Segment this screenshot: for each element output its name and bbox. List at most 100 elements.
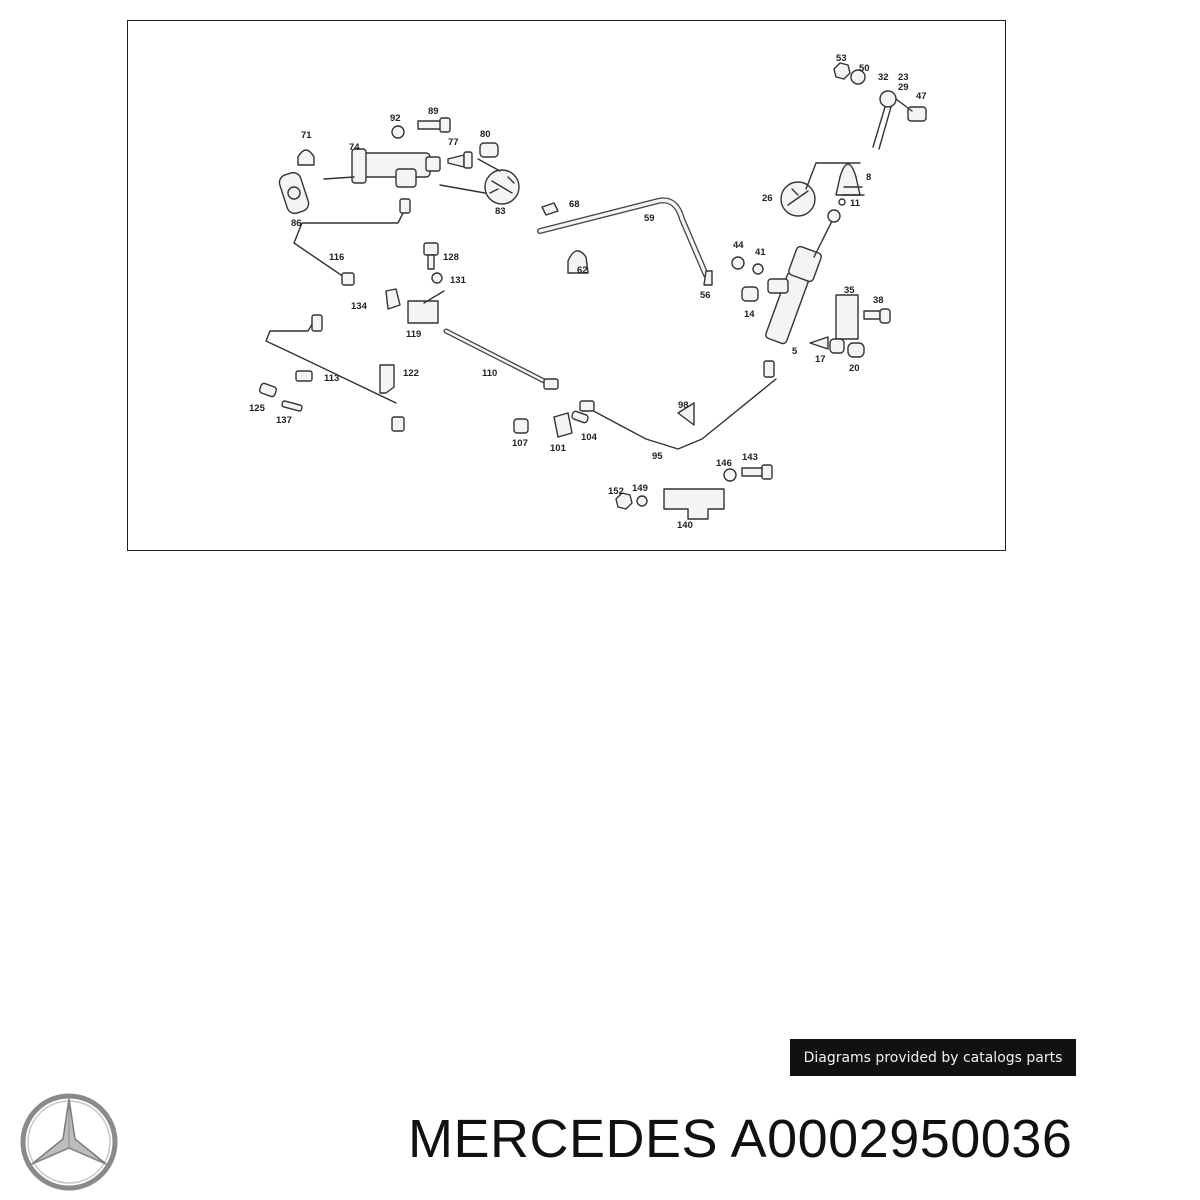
bracket-part xyxy=(385,288,401,310)
nut-part xyxy=(615,492,633,510)
rubber-cap-part xyxy=(297,149,315,166)
label-122: 122 xyxy=(403,368,419,379)
sealing-ring-part xyxy=(431,272,443,284)
washer-part xyxy=(391,125,405,139)
label-77: 77 xyxy=(448,137,459,148)
label-89: 89 xyxy=(428,106,439,117)
label-44: 44 xyxy=(733,240,744,251)
label-8: 8 xyxy=(866,172,871,183)
label-134: 134 xyxy=(351,301,368,312)
bleeder-screw-part xyxy=(447,151,473,169)
hose-fitting-part xyxy=(543,378,559,390)
diagram-credit-badge: Diagrams provided by catalogs parts xyxy=(790,1039,1076,1076)
label-38: 38 xyxy=(873,295,884,306)
label-20: 20 xyxy=(849,363,860,374)
line-fitting-part xyxy=(311,314,323,332)
label-50: 50 xyxy=(859,63,870,74)
label-53: 53 xyxy=(836,53,847,64)
washer-part xyxy=(752,263,764,275)
line-fitting-part xyxy=(391,416,405,432)
line-fitting-part xyxy=(399,198,411,214)
label-5: 5 xyxy=(792,346,798,357)
label-32: 32 xyxy=(878,72,889,83)
cap-part xyxy=(829,338,845,354)
spacer-part xyxy=(258,382,278,398)
label-98: 98 xyxy=(678,400,689,411)
holder-part xyxy=(379,364,395,394)
label-23: 23 xyxy=(898,72,909,83)
pressure-line-part xyxy=(265,320,397,404)
label-17: 17 xyxy=(815,354,826,365)
label-74: 74 xyxy=(349,142,360,153)
label-83: 83 xyxy=(495,206,506,217)
hose-mount-part xyxy=(567,250,589,274)
label-14: 14 xyxy=(744,309,755,320)
label-71: 71 xyxy=(301,130,312,141)
bleeder-screw-part xyxy=(809,336,829,350)
label-80: 80 xyxy=(480,129,491,140)
brake-line-part xyxy=(293,206,407,278)
label-110: 110 xyxy=(482,368,497,379)
label-149: 149 xyxy=(632,483,648,494)
label-95: 95 xyxy=(652,451,663,462)
label-137: 137 xyxy=(276,415,292,426)
dust-cap-part xyxy=(479,142,499,158)
hose-elbow-part xyxy=(703,270,713,286)
washer-part xyxy=(850,69,866,85)
nut-part xyxy=(731,256,745,270)
line-fitting-part xyxy=(763,360,775,378)
label-26: 26 xyxy=(762,193,773,204)
retaining-clip-part xyxy=(838,198,846,206)
grommet-part xyxy=(677,402,695,426)
three-pointed-star-icon xyxy=(20,1093,118,1191)
bolt-part xyxy=(417,117,451,133)
label-143: 143 xyxy=(742,452,758,463)
label-128: 128 xyxy=(443,252,459,263)
label-35: 35 xyxy=(844,285,855,296)
label-86: 86 xyxy=(291,218,302,229)
rubber-boot-part xyxy=(835,163,861,196)
label-140: 140 xyxy=(677,520,693,531)
label-146: 146 xyxy=(716,458,732,469)
boot-ribs xyxy=(841,186,865,196)
mounting-bracket-part xyxy=(835,294,859,340)
label-104: 104 xyxy=(581,432,598,443)
label-125: 125 xyxy=(249,403,266,414)
label-116: 116 xyxy=(329,252,344,263)
banjo-bolt-part xyxy=(423,242,439,270)
label-92: 92 xyxy=(390,113,401,124)
label-29: 29 xyxy=(898,82,909,93)
label-62: 62 xyxy=(577,265,588,276)
clutch-line-part xyxy=(585,378,777,450)
nut-part xyxy=(833,62,851,80)
label-107: 107 xyxy=(512,438,528,449)
parts-diagram-drawing: 53 50 32 23 29 47 71 92 89 74 77 80 86 8… xyxy=(249,53,927,531)
label-47: 47 xyxy=(916,91,927,102)
label-152: 152 xyxy=(608,486,624,497)
clip-bracket-part xyxy=(407,290,445,324)
label-56: 56 xyxy=(700,290,711,301)
label-41: 41 xyxy=(755,247,766,258)
parts-diagram: 53 50 32 23 29 47 71 92 89 74 77 80 86 8… xyxy=(127,20,1006,551)
label-131: 131 xyxy=(450,275,467,286)
label-68: 68 xyxy=(569,199,580,210)
pin-part xyxy=(281,400,303,412)
gasket-part xyxy=(278,171,310,215)
bolt-part xyxy=(513,418,529,434)
holding-bracket-part xyxy=(663,488,725,520)
reservoir-plug-part xyxy=(741,286,759,302)
line-fitting-part xyxy=(341,272,355,286)
line-fitting-part xyxy=(579,400,595,412)
clip-part xyxy=(553,412,573,438)
washer-part xyxy=(636,495,648,507)
label-101: 101 xyxy=(550,443,567,454)
flexible-hose-core xyxy=(444,329,554,387)
hose-clip-part xyxy=(541,202,559,216)
tool-symbol-mark xyxy=(787,188,809,206)
supply-hose-core xyxy=(538,198,708,277)
bolt-part xyxy=(741,464,773,480)
leader-line xyxy=(805,162,861,190)
bolt-part xyxy=(863,308,891,324)
bolt-part xyxy=(907,106,927,122)
spacer-part xyxy=(571,410,589,424)
